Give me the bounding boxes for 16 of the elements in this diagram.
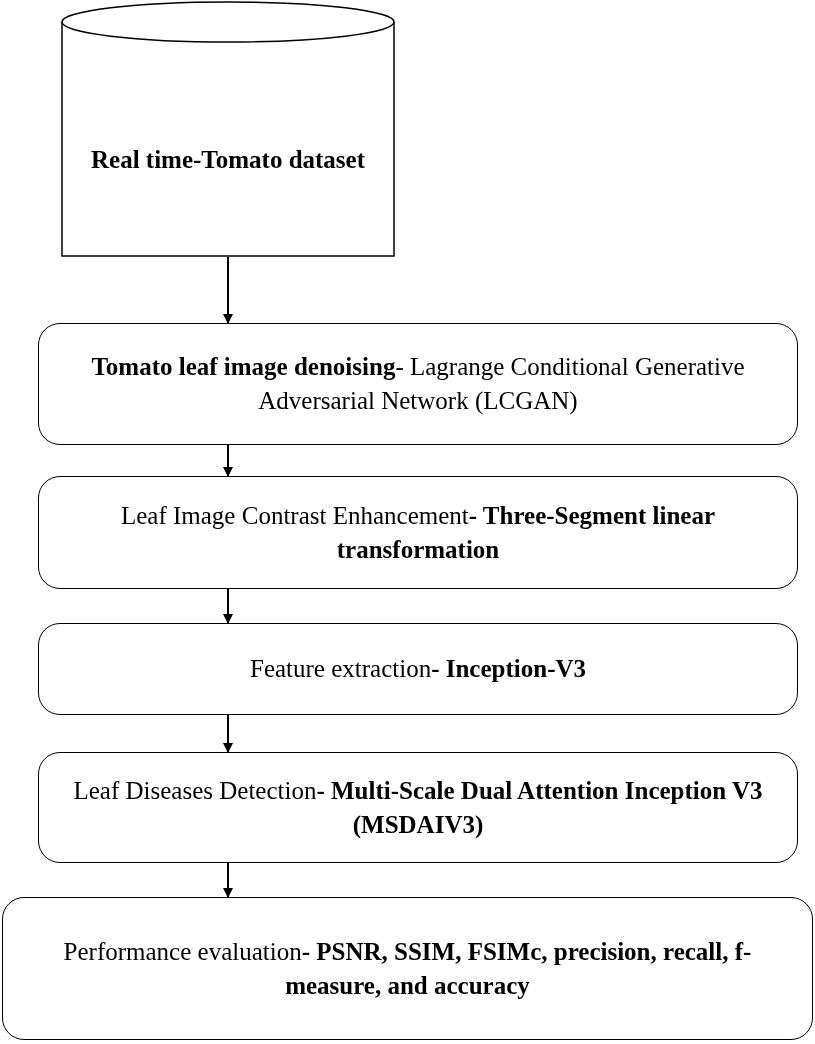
step-text: Feature extraction- Inception-V3 — [249, 654, 587, 685]
process-box — [38, 752, 798, 863]
step-text: Real time-Tomato dataset — [90, 144, 366, 175]
arrow — [223, 588, 233, 624]
process-box — [2, 897, 813, 1040]
arrow — [223, 862, 233, 898]
arrow — [223, 714, 233, 753]
process-box — [38, 323, 798, 445]
process-box — [38, 476, 798, 589]
step-text: Performance evaluation- PSNR, SSIM, FSIMc, precision, recall, f-measure, and accuracy — [62, 936, 753, 1001]
arrow — [223, 444, 233, 477]
arrow — [223, 256, 233, 324]
process-box — [38, 623, 798, 715]
step-text: Leaf Diseases Detection- Multi-Scale Dual Attention Inception V3 (MSDAIV3) — [72, 775, 764, 840]
step-text: Leaf Image Contrast Enhancement- Three-Segment linear transformation — [119, 500, 716, 565]
step-text: Tomato leaf image denoising- Lagrange Conditional Generative Adversarial Network (LCGAN) — [90, 352, 746, 417]
